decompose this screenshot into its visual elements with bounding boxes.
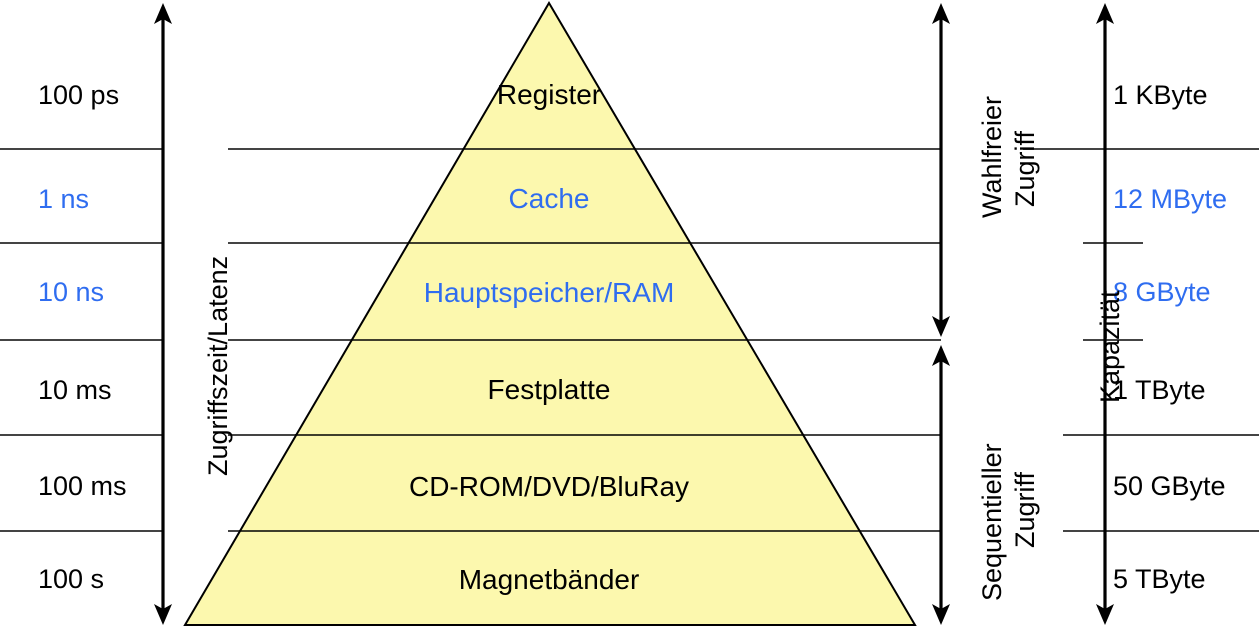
pyramid-shape — [183, 1, 917, 626]
tier-label-hauptspeicher-ram: Hauptspeicher/RAM — [423, 277, 675, 308]
latency-label-register: 100 ps — [38, 80, 120, 110]
sequential-access-label-line2: Zugriff — [1010, 471, 1040, 548]
sequential-access-bracket-arrow — [932, 345, 950, 625]
tier-label-magnetbaender: Magnetbänder — [458, 564, 640, 595]
random-access-label-line2: Zugriff — [1010, 130, 1040, 207]
divider-lines-right — [1023, 148, 1259, 532]
random-access-label-line1: Wahlfreier — [977, 95, 1007, 218]
capacity-label-festplatte: 1 TByte — [1113, 375, 1206, 405]
latency-label-cdrom: 100 ms — [38, 471, 127, 501]
latency-label-magnetbaender: 100 s — [38, 564, 105, 594]
right-axis-arrow — [1096, 3, 1114, 625]
capacity-label-hauptspeicher: 8 GByte — [1113, 277, 1211, 307]
tier-label-cd-rom-dvd-bluray: CD-ROM/DVD/BluRay — [408, 471, 690, 502]
latency-label-hauptspeicher: 10 ns — [38, 277, 105, 307]
tier-label-register: Register — [496, 79, 602, 110]
latency-label-cache: 1 ns — [38, 184, 90, 214]
capacity-label-magnetbaender: 5 TByte — [1113, 564, 1206, 594]
pyramid-tier-separators — [239, 148, 859, 532]
tier-label-festplatte: Festplatte — [487, 374, 611, 405]
capacity-label-cache: 12 MByte — [1113, 184, 1228, 214]
capacity-label-cdrom: 50 GByte — [1113, 471, 1226, 501]
sequential-access-label-line1: Sequentieller — [977, 443, 1007, 601]
latency-label-festplatte: 10 ms — [38, 375, 112, 405]
random-access-bracket-arrow — [932, 3, 950, 337]
left-axis-label: Zugriffszeit/Latenz — [203, 255, 233, 476]
right-axis-label: Kapazität — [1095, 290, 1125, 403]
tier-label-cache: Cache — [508, 183, 590, 214]
capacity-label-register: 1 KByte — [1113, 80, 1208, 110]
divider-lines-left — [0, 148, 163, 532]
left-axis-arrow — [154, 3, 172, 625]
